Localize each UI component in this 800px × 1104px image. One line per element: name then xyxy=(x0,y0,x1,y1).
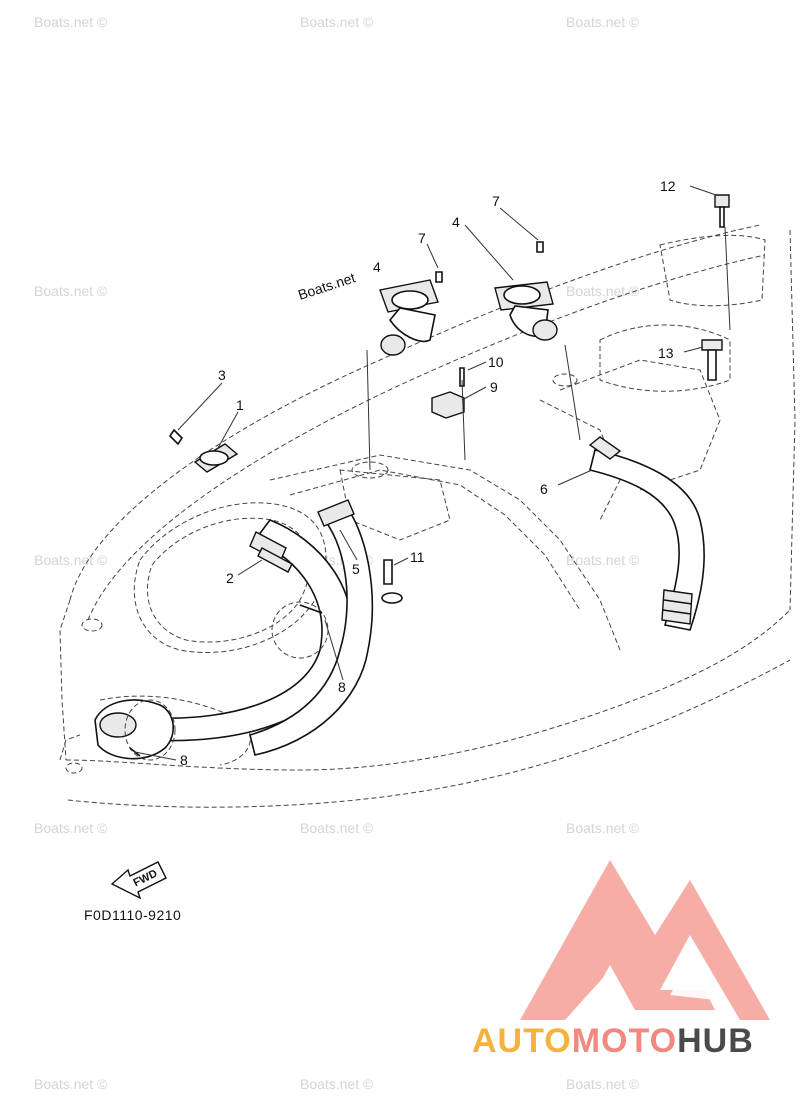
logo-wordmark: AUTOMOTOHUB xyxy=(472,1022,754,1061)
watermark: Boats.net © xyxy=(34,820,108,836)
figure-code: F0D1110-9210 xyxy=(84,907,182,923)
watermark: Boats.net © xyxy=(300,14,374,30)
leader-lines xyxy=(134,185,731,761)
logo-part-auto: AUTO xyxy=(472,1022,572,1060)
callout-12: 12 xyxy=(660,178,676,194)
callout-4-left: 4 xyxy=(373,259,381,275)
callout-10: 10 xyxy=(488,354,504,370)
callout-13: 13 xyxy=(658,345,674,361)
watermark: Boats.net © xyxy=(300,820,374,836)
watermark: Boats.net © xyxy=(566,14,640,30)
watermark: Boats.net © xyxy=(34,1076,108,1092)
callout-9: 9 xyxy=(490,379,498,395)
watermark: Boats.net © xyxy=(566,552,640,568)
automotohub-logo-icon xyxy=(520,860,770,1020)
callout-8-upper: 8 xyxy=(338,679,346,695)
hull-outline xyxy=(59,224,796,808)
callout-11: 11 xyxy=(410,549,425,565)
callout-3: 3 xyxy=(218,367,226,383)
callout-5: 5 xyxy=(352,561,360,577)
callout-4-right: 4 xyxy=(452,214,460,230)
inline-watermark: Boats.net xyxy=(296,269,357,303)
watermark: Boats.net © xyxy=(34,283,108,299)
callout-7-left: 7 xyxy=(418,230,426,246)
callout-numbers: 3 1 2 5 6 7 7 4 4 10 9 11 12 13 8 8 Boat… xyxy=(180,178,676,768)
watermark: Boats.net © xyxy=(300,1076,374,1092)
callout-8-lower: 8 xyxy=(180,752,188,768)
hoses xyxy=(94,436,705,760)
watermark: Boats.net © xyxy=(566,820,640,836)
callout-2: 2 xyxy=(226,570,234,586)
callout-7-right: 7 xyxy=(492,193,500,209)
watermark: Boats.net © xyxy=(34,552,108,568)
callout-1: 1 xyxy=(236,397,244,413)
callout-6: 6 xyxy=(540,481,548,497)
watermark: Boats.net © xyxy=(566,283,640,299)
watermark: Boats.net © xyxy=(566,1076,640,1092)
watermark: Boats.net © xyxy=(34,14,108,30)
parts xyxy=(124,194,730,761)
logo-part-moto: MOTO xyxy=(571,1022,678,1060)
fwd-arrow-icon: FWD xyxy=(110,861,167,900)
logo-part-hub: HUB xyxy=(677,1022,754,1060)
